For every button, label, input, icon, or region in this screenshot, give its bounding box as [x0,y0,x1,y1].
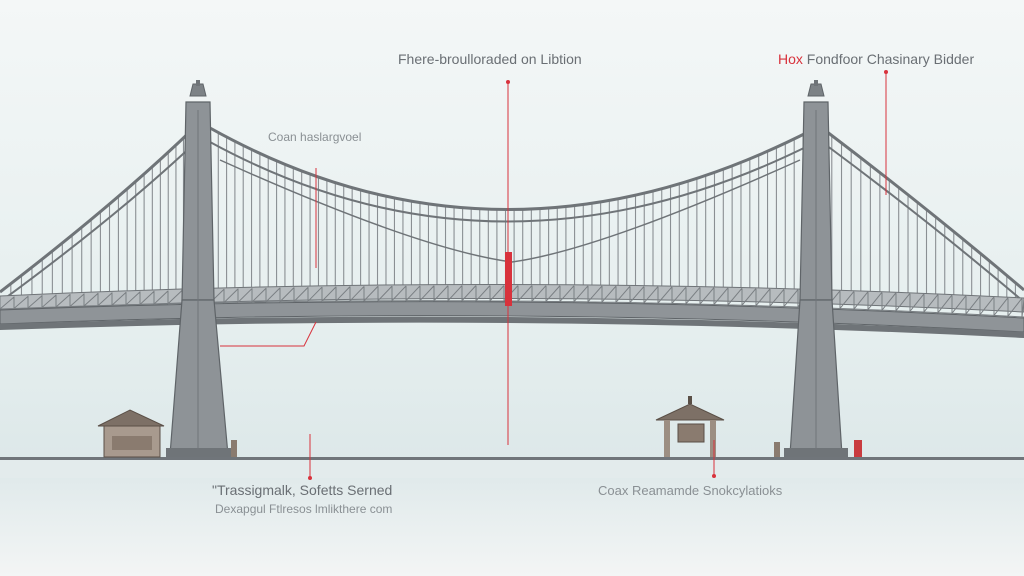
leader-dot [712,474,716,478]
leader-dot [308,476,312,480]
leader-dot [884,70,888,74]
annotation-leaders [220,72,887,478]
annotation-upper-left: Coan haslargvoel [268,130,362,144]
suspender-cables [10,130,1016,298]
annotation-bottom-left: "Trassigmalk, Sofetts Serned [212,482,393,498]
ground-shadow [0,460,1024,478]
bollard [231,440,237,457]
ground-line [0,457,1024,460]
annotation-top-right-text: Fondfoor Chasinary Bidder [802,51,975,67]
red-post [854,440,862,457]
right-pavilion [655,396,725,457]
left-toll-house [97,409,165,458]
center-marker [505,252,512,306]
annotation-top-center: Fhere-broulloraded on Libtion [398,51,582,67]
annotation-bottom-right: Coax Reamamde Snokcylatioks [598,483,783,498]
bollard [774,442,780,457]
right-tower [784,80,848,457]
main-cables [0,122,1024,303]
annotation-bottom-left-sub: Dexapgul Ftlresos lmlikthere com [215,502,393,516]
annotation-top-right-prefix: Hox [778,51,803,67]
left-tower [166,80,232,457]
leader-dot [506,80,510,84]
annotation-top-right: Hox Fondfoor Chasinary Bidder [778,51,974,67]
